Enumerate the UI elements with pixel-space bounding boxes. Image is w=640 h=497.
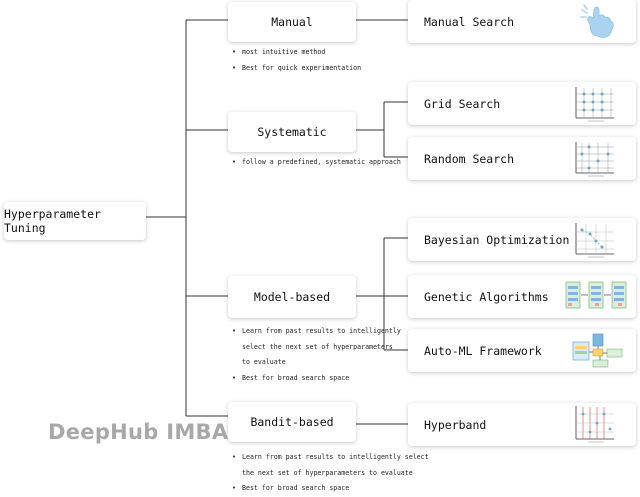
- category-label: Systematic: [257, 125, 327, 139]
- category-label: Model-based: [253, 290, 331, 304]
- method-label: Manual Search: [424, 14, 515, 29]
- method-genetic-algorithms: Genetic Algorithms: [408, 275, 636, 318]
- method-label: Genetic Algorithms: [424, 289, 549, 304]
- method-label: Auto-ML Framework: [424, 343, 542, 358]
- method-hyperband: Hyperband: [408, 403, 636, 446]
- category-manual: Manual: [228, 2, 356, 42]
- note-item: •Best for quick experimentation: [232, 63, 362, 72]
- root-node: Hyperparameter Tuning: [4, 202, 146, 240]
- root-label: Hyperparameter Tuning: [4, 207, 101, 235]
- note-item: •Best for broad search space: [232, 373, 350, 382]
- grid-search-plot-icon: [575, 87, 614, 122]
- category-model-based: Model-based: [228, 276, 356, 318]
- automl-flow-icon: [572, 333, 623, 368]
- method-label: Bayesian Optimization: [424, 232, 570, 247]
- note-continuation: to evaluate: [242, 358, 286, 366]
- method-label: Hyperband: [424, 417, 487, 432]
- category-systematic: Systematic: [228, 112, 356, 152]
- method-label: Grid Search: [424, 96, 501, 111]
- category-label: Manual: [271, 15, 313, 29]
- note-continuation: select the next set of hyperparameters: [242, 342, 393, 351]
- hand-pointer-icon: [580, 4, 614, 38]
- category-label: Bandit-based: [250, 415, 334, 429]
- bayesian-plot-icon: [575, 223, 614, 258]
- note-item: •Learn from past results to intelligentl…: [232, 327, 401, 335]
- method-auto-ml-framework: Auto-ML Framework: [408, 329, 636, 372]
- hyperband-plot-icon: [575, 406, 614, 443]
- model-based-notes: •Learn from past results to intelligentl…: [232, 324, 401, 386]
- manual-notes: •most intuitive method •Best for quick e…: [232, 45, 361, 76]
- method-grid-search: Grid Search: [408, 82, 636, 125]
- note-continuation: the next set of hyperparameters to evalu…: [242, 468, 413, 477]
- method-manual-search: Manual Search: [408, 0, 636, 43]
- note-item: •Learn from past results to intelligentl…: [232, 453, 429, 461]
- method-label: Random Search: [424, 151, 515, 166]
- method-bayesian-optimization: Bayesian Optimization: [408, 218, 636, 261]
- bandit-based-notes: •Learn from past results to intelligentl…: [232, 450, 429, 497]
- note-item: •follow a predefined, systematic approac…: [232, 158, 401, 166]
- note-item: •most intuitive method: [232, 48, 326, 56]
- note-item: •Best for broad search space: [232, 484, 350, 492]
- systematic-notes: •follow a predefined, systematic approac…: [232, 155, 401, 171]
- method-random-search: Random Search: [408, 137, 636, 180]
- watermark: DeepHub IMBA: [48, 420, 229, 444]
- category-bandit-based: Bandit-based: [228, 402, 356, 442]
- genetic-algorithm-icon: [565, 281, 627, 309]
- random-search-plot-icon: [575, 142, 614, 177]
